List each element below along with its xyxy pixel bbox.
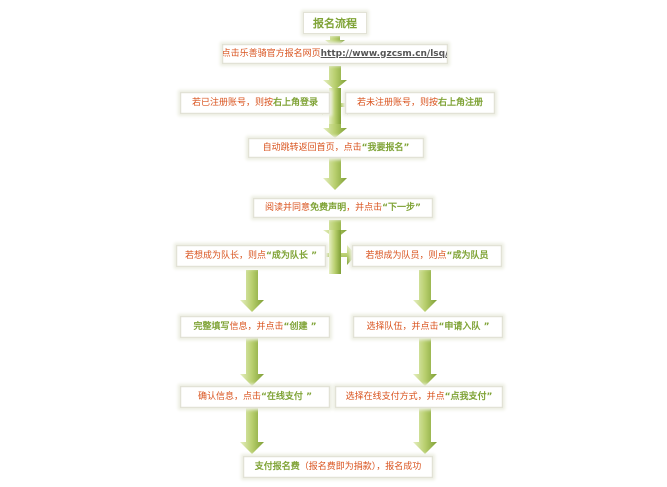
step-emphasis: “我要报名”: [361, 142, 410, 153]
step-text: 阅读并同意: [265, 202, 311, 213]
step-become-captain: 若想成为队长，则点“成为队长 ”: [176, 245, 326, 267]
step-open-signup-page: 点击乐善骑官方报名网页 http://www.gzcsm.cn/lsq/: [222, 44, 448, 64]
arrow-split-center: [329, 88, 341, 126]
step-emphasis: 右上角登录: [273, 97, 319, 108]
arrow-s3-to-s4: [323, 158, 347, 190]
step-text: 确认信息，点击: [198, 391, 262, 402]
step-login-if-registered: 若已注册账号，则按右上角登录: [180, 92, 330, 114]
step-text: 信息，并点击: [229, 321, 284, 332]
step-become-member: 若想成为队员，则点“成为队员: [352, 245, 502, 267]
step-fill-info-create: 完整填写信息，并点击“创建 ”: [180, 316, 330, 338]
arrow-s5b-to-s6b: [413, 270, 437, 312]
step-emphasis: 免费声明: [310, 202, 347, 213]
step-text: 若想成为队长，则点: [185, 250, 267, 261]
step-emphasis: “下一步”: [382, 202, 421, 213]
step-apply-join-team: 选择队伍，并点击“申请入队 ”: [353, 316, 503, 338]
step-text: （报名费即为捐款），报名成功: [299, 461, 422, 472]
arrow-merge-down: [323, 124, 347, 138]
step-emphasis: “成为队长 ”: [266, 250, 317, 261]
step-emphasis: 支付报名费: [254, 461, 300, 472]
step-register-if-new: 若未注册账号，则按右上角注册: [345, 92, 495, 114]
step-emphasis: “申请入队 ”: [438, 321, 490, 332]
arrow-title-to-s1: [325, 36, 345, 48]
step-emphasis: 完整填写: [193, 321, 230, 332]
step-confirm-pay-online: 确认信息，点击“在线支付 ”: [180, 386, 330, 408]
step-emphasis: “成为队员: [446, 250, 489, 261]
arrow-s6a-to-s7a: [240, 338, 264, 386]
step-accept-disclaimer: 阅读并同意免费声明，并点击“下一步”: [253, 198, 433, 218]
step-text: 选择在线支付方式，并点: [345, 391, 445, 402]
step-emphasis: 右上角注册: [438, 97, 484, 108]
step-text: 点击乐善骑官方报名网页: [222, 48, 321, 59]
step-text: 自动跳转返回首页，点击: [262, 142, 362, 153]
step-emphasis: “创建 ”: [283, 321, 317, 332]
arrow-split2-center: [329, 230, 341, 274]
signup-url-link[interactable]: http://www.gzcsm.cn/lsq/: [320, 48, 448, 59]
arrow-s7a-to-s8: [240, 408, 264, 454]
step-text: 若想成为队员，则点: [365, 250, 447, 261]
step-text: 若已注册账号，则按: [191, 97, 273, 108]
step-text: 若未注册账号，则按: [356, 97, 438, 108]
arrow-s5a-to-s6a: [240, 270, 264, 312]
arrow-split2-right: [337, 245, 356, 265]
step-emphasis: “在线支付 ”: [261, 391, 312, 402]
arrow-s1-down: [323, 66, 347, 90]
arrow-s7b-to-s8: [413, 408, 437, 454]
step-pay-fee-done: 支付报名费（报名费即为捐款），报名成功: [243, 456, 433, 478]
step-emphasis: “点我支付”: [444, 391, 493, 402]
flow-title: 报名流程: [303, 12, 367, 34]
step-choose-payment: 选择在线支付方式，并点“点我支付”: [335, 386, 503, 408]
arrow-s6b-to-s7b: [413, 338, 437, 386]
step-text: 选择队伍，并点击: [366, 321, 439, 332]
step-text: ，并点击: [346, 202, 383, 213]
step-click-signup: 自动跳转返回首页，点击“我要报名”: [248, 138, 424, 158]
